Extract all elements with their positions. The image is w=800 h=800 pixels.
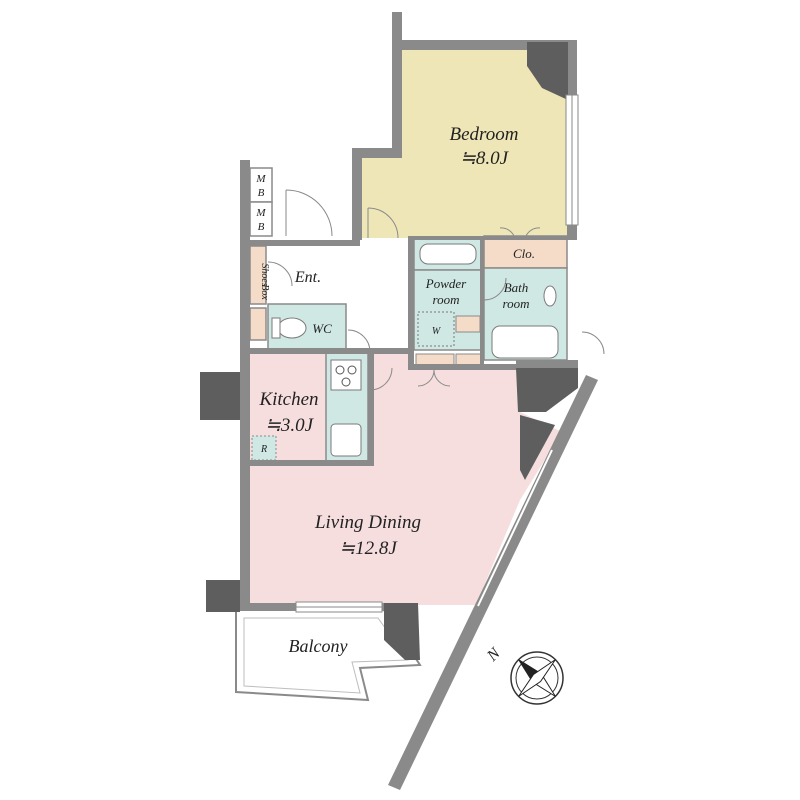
shoes-box-line2: Box	[259, 284, 270, 300]
entrance-name: Ent.	[294, 269, 321, 286]
shoes-box-label: Shoes	[259, 263, 270, 286]
fridge-label: R	[260, 444, 267, 455]
meter-box-1-line2: B	[258, 187, 265, 199]
meter-box-2-line2: B	[258, 221, 265, 233]
bath-fixture	[543, 285, 557, 307]
stove	[330, 359, 362, 391]
toilet-tank	[271, 317, 281, 339]
shoes-box-label-2: Box	[259, 284, 270, 300]
bathtub	[491, 325, 559, 359]
kitchen-sink	[330, 423, 362, 457]
washer-pan	[417, 311, 455, 347]
columns	[200, 368, 578, 660]
storage-3	[455, 315, 481, 333]
meter-box-1-line1: M	[255, 173, 266, 185]
compass-inner-ring	[515, 656, 559, 700]
bedroom-area: ≒8.0J	[460, 148, 510, 169]
toilet	[277, 317, 307, 339]
wc-shelf	[249, 307, 267, 341]
wc-name: WC	[312, 321, 332, 336]
kitchen-name: Kitchen	[258, 389, 318, 410]
diagonal-window-wall	[388, 375, 598, 790]
compass-north-label: N	[483, 644, 504, 665]
fridge-box	[251, 435, 277, 461]
living-window	[295, 601, 383, 613]
washbasin	[419, 243, 477, 265]
bath-room-line2: room	[503, 296, 530, 311]
bedroom-name: Bedroom	[450, 124, 519, 145]
living-dining-name: Living Dining	[314, 512, 421, 533]
powder-room-line1: Powder	[425, 276, 467, 291]
shoes-box-line1: Shoes	[259, 263, 270, 286]
meter-box-2-line1: M	[255, 207, 266, 219]
powder-room-line2: room	[433, 292, 460, 307]
bath-room-line1: Bath	[504, 280, 529, 295]
closet-name: Clo.	[513, 246, 535, 261]
bedroom-window	[565, 94, 579, 226]
doors	[267, 189, 605, 391]
bedroom-floor-main	[362, 42, 567, 236]
washer-label: W	[432, 326, 442, 337]
kitchen-area: ≒3.0J	[265, 415, 315, 436]
living-dining-area: ≒12.8J	[339, 538, 398, 559]
compass-needle-icon	[518, 659, 556, 697]
balcony-name: Balcony	[289, 636, 348, 656]
compass	[510, 651, 564, 705]
